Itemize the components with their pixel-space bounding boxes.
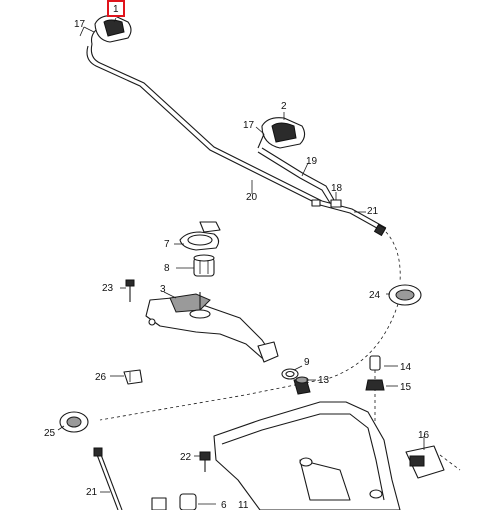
washer-hose-19 [257,147,335,204]
o-ring-9[interactable] [281,368,299,380]
screw-23[interactable] [125,279,135,302]
callout-16[interactable]: 16 [418,430,430,441]
callout-11[interactable]: 11 [238,500,249,510]
screw-22[interactable] [199,451,211,472]
clip-26[interactable] [123,369,143,385]
hose-connector-18 [311,199,342,208]
callout-14[interactable]: 14 [400,362,412,373]
washer-hose-20 [86,43,323,206]
filter-8[interactable] [193,254,215,277]
callout-18[interactable]: 18 [331,183,343,194]
callout-13[interactable]: 13 [318,375,330,386]
washer-fluid-reservoir[interactable] [213,401,401,510]
hose-routing-line-lower [99,303,399,421]
callout-21-upper[interactable]: 21 [367,206,379,217]
spray-nozzle-2[interactable] [257,117,306,149]
spray-nozzle-1[interactable] [90,15,132,45]
non-return-valve-24[interactable] [388,284,422,306]
leader-lines [57,17,425,505]
hose-routing-line [385,231,401,283]
callout-15[interactable]: 15 [400,382,412,393]
callout-1[interactable]: 1 [113,4,119,15]
callout-20[interactable]: 20 [246,192,258,203]
callout-7[interactable]: 7 [164,239,170,250]
callout-2[interactable]: 2 [281,101,287,112]
washer-hose-21-lower [93,447,123,510]
callout-labels: 1 17 2 17 19 18 20 21 7 8 23 3 24 9 14 2… [44,0,430,510]
callout-26[interactable]: 26 [95,372,107,383]
callout-23[interactable]: 23 [102,283,114,294]
callout-24[interactable]: 24 [369,290,381,301]
cap-7[interactable] [179,221,221,251]
callout-19[interactable]: 19 [306,156,318,167]
callout-21-lower[interactable]: 21 [86,487,98,498]
callout-6[interactable]: 6 [221,500,227,510]
callout-17-mid[interactable]: 17 [243,120,255,131]
callout-22[interactable]: 22 [180,452,192,463]
callout-17-top[interactable]: 17 [74,19,86,30]
highlighted-callout-box [107,0,125,17]
filler-neck-3[interactable] [145,292,279,363]
callout-25[interactable]: 25 [44,428,56,439]
washer-pump-16[interactable] [405,445,445,479]
callout-9[interactable]: 9 [304,357,310,368]
level-sensor-6[interactable] [151,493,197,510]
callout-3[interactable]: 3 [160,284,166,295]
nut-15[interactable] [365,379,385,391]
hose-routing-line-16 [439,454,461,471]
non-return-valve-25[interactable] [59,411,89,433]
grommet-13[interactable] [293,376,311,395]
callout-8[interactable]: 8 [164,263,170,274]
